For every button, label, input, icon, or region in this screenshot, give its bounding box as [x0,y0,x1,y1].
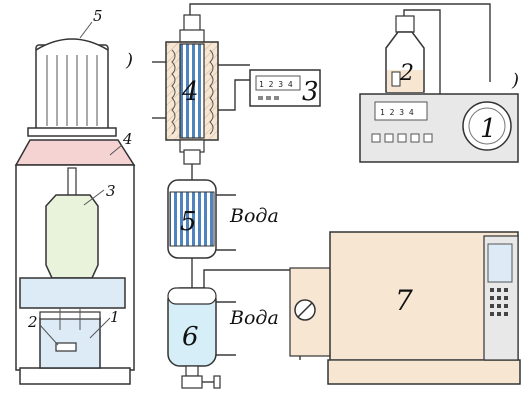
bracket-right: ) [511,70,519,91]
controller-display: 1 2 3 4 [259,80,293,89]
condenser-upper: 5 [167,179,217,259]
stage-plate [19,277,126,309]
chromatograph: 7 [289,231,521,385]
bracket-left: ) [125,50,133,71]
label-vessel: 3 [106,182,116,200]
label-pump: 1 [480,114,497,144]
pump-unit: 1 2 3 4 1 [359,93,519,163]
housing-top [14,139,136,166]
label-motor: 5 [93,7,103,25]
label-condenser: 5 [180,207,197,237]
label-housing: 4 [122,130,133,148]
label-separator: 6 [182,322,199,352]
separator-vessel: 6 [167,287,221,389]
temperature-controller: 1 2 3 4 3 [249,69,321,107]
label-chromatograph: 7 [395,284,413,317]
label-bottle: 2 [399,61,414,86]
pump-display: 1 2 3 4 [380,108,414,117]
heater-column: 4 [165,14,219,165]
water-label-lower: Вода [229,307,279,329]
label-cup: 2 [27,313,38,331]
solvent-bottle: 2 [385,15,425,93]
reactor-apparatus: 5 4 3 2 1 [14,7,136,385]
motor-unit [27,38,117,137]
label-controller: 3 [302,77,319,107]
water-label-upper: Вода [229,205,279,227]
label-heater: 4 [181,77,199,107]
sample-vessel [45,194,99,279]
label-liquid: 1 [110,308,120,326]
